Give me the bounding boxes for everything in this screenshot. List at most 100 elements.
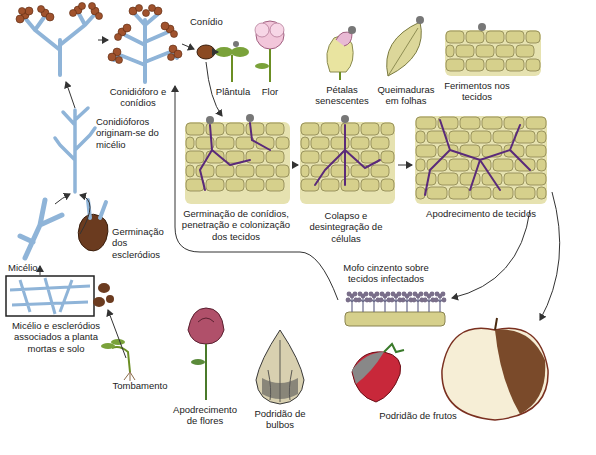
caption-label: Queimaduras em folhas: [376, 84, 436, 107]
plant-cell: [466, 31, 484, 43]
caption-label: Podridão de bulbos: [248, 408, 312, 431]
caption-label: Mofo cinzento sobre tecidos infectados: [330, 262, 442, 285]
plant-cell: [460, 173, 480, 185]
mould-spore: [401, 298, 406, 303]
leaf-blight: [387, 16, 424, 76]
plant-cell: [482, 117, 502, 129]
plant-cell: [216, 137, 234, 149]
plant-cell: [341, 179, 359, 191]
mould-spore: [375, 292, 380, 297]
mould-spore: [424, 292, 429, 297]
plant-cell: [504, 117, 524, 129]
caption-label: Flor: [255, 86, 285, 97]
plant-cell: [276, 137, 289, 149]
plant-cell: [493, 159, 513, 171]
mould-spore: [397, 292, 402, 297]
plant-cell: [381, 179, 394, 191]
mould-spore: [390, 298, 395, 303]
plant-cell: [226, 123, 244, 135]
plant-cell: [438, 173, 458, 185]
mould-spore: [357, 298, 362, 303]
plant-cell: [486, 31, 504, 43]
plant-cell: [504, 173, 524, 185]
conidia-cluster: [16, 3, 103, 24]
mould-spore: [358, 292, 363, 297]
plant-cell: [266, 179, 284, 191]
plant-cell: [526, 173, 546, 185]
plant-cell: [301, 137, 309, 149]
mould-spore: [434, 298, 439, 303]
plant-cell: [381, 151, 394, 163]
plant-cell: [311, 165, 329, 177]
plant-cell: [351, 137, 369, 149]
plant-cell: [186, 151, 204, 163]
mould-spore: [368, 298, 373, 303]
plant-cell: [537, 187, 546, 199]
plant-cell: [449, 159, 469, 171]
mould-spore: [402, 292, 407, 297]
plant-cell: [486, 59, 504, 71]
plant-cell: [506, 31, 524, 43]
plant-cell: [471, 131, 491, 143]
caption-label: Micélio: [8, 262, 52, 273]
tissue-cells: [185, 116, 547, 204]
caption-label: Conídio: [190, 16, 240, 27]
caption-label: Conidióforo e conídios: [100, 86, 176, 109]
plant-cell: [446, 59, 464, 71]
caption-label: Conidióforos originam-se do micélio: [96, 116, 164, 150]
plant-cell: [493, 187, 513, 199]
plant-cell: [416, 187, 425, 199]
caption-label: Apodrecimento de flores: [172, 404, 238, 427]
plant-cell: [266, 123, 284, 135]
plant-cell: [371, 165, 389, 177]
plant-cell: [321, 151, 339, 163]
seedling-damping-off: [101, 339, 135, 381]
mould-spore: [441, 292, 446, 297]
rotting-rose: [188, 308, 224, 400]
wound-tissue: [445, 30, 541, 76]
plant-cell: [460, 117, 480, 129]
plant-cell: [361, 179, 379, 191]
plant-cell: [256, 165, 274, 177]
tissue-ground: [185, 122, 290, 204]
plant-cell: [266, 151, 284, 163]
plant-cell: [515, 187, 535, 199]
plant-cell: [196, 165, 214, 177]
conidiophore: [114, 14, 177, 82]
rotting-strawberry: [352, 344, 404, 402]
cycle-arrows: [40, 40, 560, 358]
caption-label: Pétalas senescentes: [310, 84, 374, 107]
plant-cell: [331, 137, 349, 149]
caption-label: Germinação de conídios, penetração e col…: [180, 208, 292, 242]
mould-spore: [419, 292, 424, 297]
caption-label: Ferimentos nos tecidos: [442, 80, 512, 103]
plant-cell: [471, 187, 491, 199]
plant-cell: [526, 59, 540, 71]
plant-cell: [526, 31, 540, 43]
plant-cell: [456, 45, 474, 57]
plant-cell: [186, 165, 194, 177]
tissue-ground: [445, 30, 541, 76]
plant-cell: [206, 123, 224, 135]
plant-cell: [449, 187, 469, 199]
plant-cell: [236, 165, 254, 177]
caption-label: Plântula: [208, 86, 258, 97]
mould-spore: [408, 292, 413, 297]
plant-cell: [416, 131, 425, 143]
conidium: [478, 23, 486, 31]
flower: [255, 21, 284, 82]
plant-cell: [321, 179, 339, 191]
plant-cell: [276, 165, 289, 177]
conidia-cluster: [108, 5, 182, 64]
mould-spore: [369, 292, 374, 297]
plant-cell: [381, 123, 394, 135]
young-conidiophore: [55, 108, 95, 192]
infected-tissue: [345, 312, 445, 326]
plant-cell: [301, 179, 319, 191]
conidiophore: [25, 12, 95, 75]
plant-cell: [246, 179, 264, 191]
mould-spore: [412, 298, 417, 303]
plant-cell: [341, 123, 359, 135]
